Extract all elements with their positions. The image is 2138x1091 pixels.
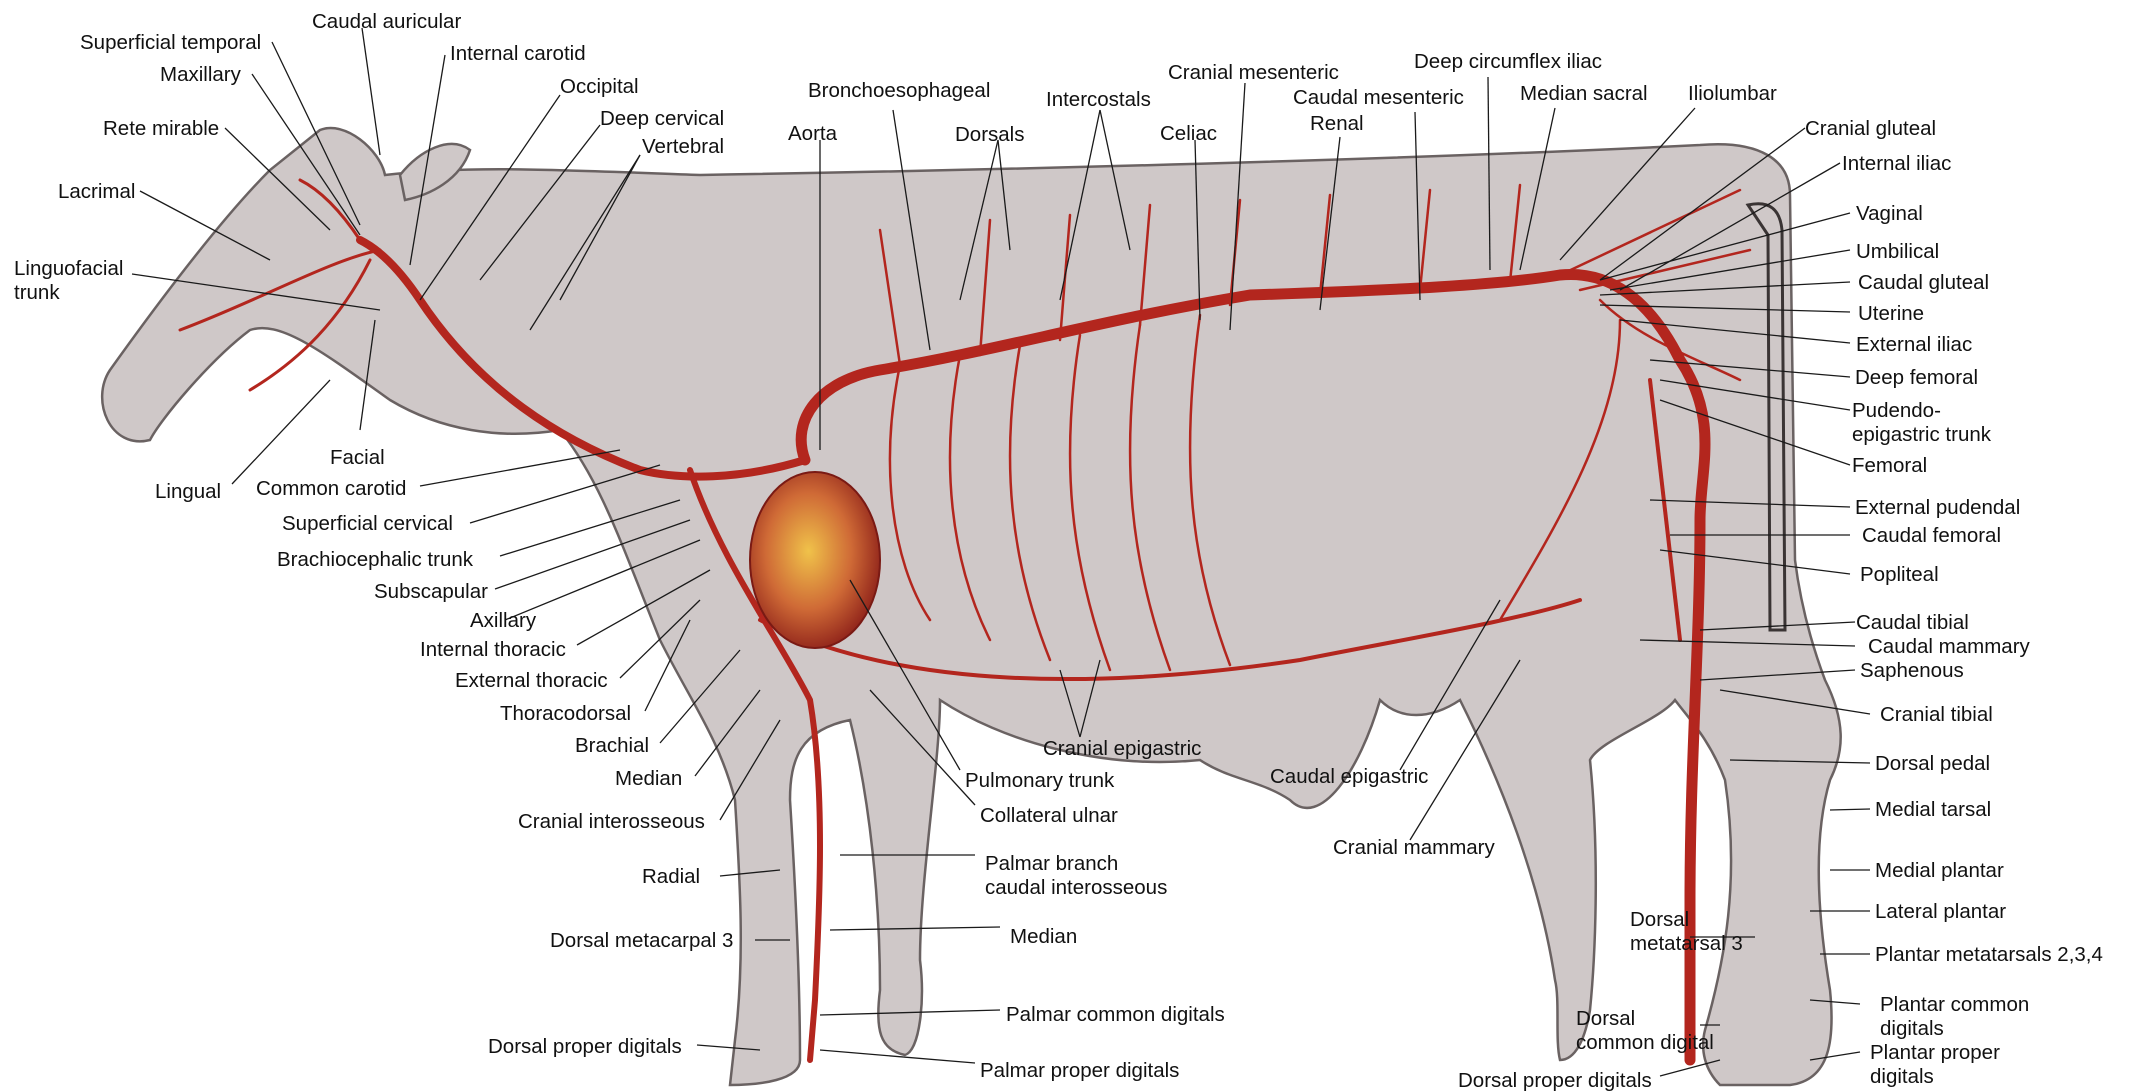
label-axillary: Axillary [470, 609, 537, 632]
label-plantar-metatarsals: Plantar metatarsals 2,3,4 [1875, 943, 2103, 966]
label-umbilical: Umbilical [1856, 240, 1939, 263]
label-palmar-proper-digitals: Palmar proper digitals [980, 1059, 1179, 1082]
label-external-thoracic: External thoracic [455, 669, 608, 692]
label-vaginal: Vaginal [1856, 202, 1923, 225]
label-cranial-tibial: Cranial tibial [1880, 703, 1993, 726]
label-superficial-cervical: Superficial cervical [282, 512, 453, 535]
label-deep-femoral: Deep femoral [1855, 366, 1978, 389]
label-plantar-common-line1: Plantar common [1880, 993, 2029, 1016]
label-caudal-epigastric: Caudal epigastric [1270, 765, 1428, 788]
label-medial-tarsal: Medial tarsal [1875, 798, 1991, 821]
top-labels: Bronchoesophageal Aorta Dorsals Intercos… [788, 50, 1777, 146]
label-pudendo-epigastric-line2: epigastric trunk [1852, 423, 1992, 446]
label-popliteal: Popliteal [1860, 563, 1939, 586]
label-dorsal-proper-digitals-fore: Dorsal proper digitals [488, 1035, 682, 1058]
label-iliolumbar: Iliolumbar [1688, 82, 1777, 105]
label-medial-plantar: Medial plantar [1875, 859, 2004, 882]
label-maxillary: Maxillary [160, 63, 242, 86]
label-caudal-mammary: Caudal mammary [1868, 635, 2031, 658]
right-labels: Cranial gluteal Internal iliac Vaginal U… [1805, 117, 2103, 1088]
label-internal-iliac: Internal iliac [1842, 152, 1951, 175]
label-cranial-mammary: Cranial mammary [1333, 836, 1495, 859]
label-bronchoesophageal: Bronchoesophageal [808, 79, 990, 102]
label-femoral: Femoral [1852, 454, 1927, 477]
label-palmar-common-digitals: Palmar common digitals [1006, 1003, 1225, 1026]
label-caudal-tibial: Caudal tibial [1856, 611, 1969, 634]
label-facial: Facial [330, 446, 385, 469]
bottom-labels: Cranial epigastric Pulmonary trunk Colla… [965, 737, 1743, 1091]
label-collateral-ulnar: Collateral ulnar [980, 804, 1118, 827]
label-dorsals: Dorsals [955, 123, 1025, 146]
label-occipital: Occipital [560, 75, 639, 98]
label-caudal-femoral: Caudal femoral [1862, 524, 2001, 547]
label-dorsal-metatarsal-line2: metatarsal 3 [1630, 932, 1743, 955]
label-pulmonary-trunk: Pulmonary trunk [965, 769, 1115, 792]
label-celiac: Celiac [1160, 122, 1217, 145]
label-caudal-gluteal: Caudal gluteal [1858, 271, 1989, 294]
label-palmar-branch-line2: caudal interosseous [985, 876, 1167, 899]
label-plantar-proper-line1: Plantar proper [1870, 1041, 2000, 1064]
label-rete-mirable: Rete mirable [103, 117, 219, 140]
label-vertebral: Vertebral [642, 135, 724, 158]
label-plantar-common-line2: digitals [1880, 1017, 1944, 1040]
label-lacrimal: Lacrimal [58, 180, 135, 203]
label-dorsal-common-digital-line2: common digital [1576, 1031, 1714, 1054]
label-internal-carotid: Internal carotid [450, 42, 586, 65]
label-linguofacial-trunk-line2: trunk [14, 281, 60, 304]
label-external-iliac: External iliac [1856, 333, 1972, 356]
label-cranial-epigastric: Cranial epigastric [1043, 737, 1201, 760]
label-dorsal-common-digital-line1: Dorsal [1576, 1007, 1635, 1030]
label-lateral-plantar: Lateral plantar [1875, 900, 2006, 923]
label-lingual: Lingual [155, 480, 221, 503]
label-renal: Renal [1310, 112, 1364, 135]
label-intercostals: Intercostals [1046, 88, 1151, 111]
label-superficial-temporal: Superficial temporal [80, 31, 261, 54]
label-median-upper: Median [615, 767, 682, 790]
label-dorsal-pedal: Dorsal pedal [1875, 752, 1990, 775]
label-subscapular: Subscapular [374, 580, 488, 603]
label-deep-cervical: Deep cervical [600, 107, 724, 130]
label-brachiocephalic-trunk: Brachiocephalic trunk [277, 548, 474, 571]
label-thoracodorsal: Thoracodorsal [500, 702, 631, 725]
label-palmar-branch-line1: Palmar branch [985, 852, 1118, 875]
label-caudal-auricular: Caudal auricular [312, 10, 461, 33]
label-common-carotid: Common carotid [256, 477, 406, 500]
label-cranial-interosseous: Cranial interosseous [518, 810, 705, 833]
label-linguofacial-trunk-line1: Linguofacial [14, 257, 123, 280]
label-cranial-mesenteric: Cranial mesenteric [1168, 61, 1339, 84]
label-deep-circumflex-iliac: Deep circumflex iliac [1414, 50, 1602, 73]
label-uterine: Uterine [1858, 302, 1924, 325]
label-external-pudendal: External pudendal [1855, 496, 2020, 519]
label-cranial-gluteal: Cranial gluteal [1805, 117, 1936, 140]
label-median-lower: Median [1010, 925, 1077, 948]
label-internal-thoracic: Internal thoracic [420, 638, 566, 661]
label-saphenous: Saphenous [1860, 659, 1964, 682]
label-radial: Radial [642, 865, 700, 888]
heart [750, 472, 880, 648]
label-plantar-proper-line2: digitals [1870, 1065, 1934, 1088]
label-dorsal-proper-digitals-hind: Dorsal proper digitals [1458, 1069, 1652, 1091]
label-median-sacral: Median sacral [1520, 82, 1648, 105]
label-dorsal-metatarsal-line1: Dorsal [1630, 908, 1689, 931]
label-aorta: Aorta [788, 122, 838, 145]
label-dorsal-metacarpal-3: Dorsal metacarpal 3 [550, 929, 733, 952]
label-brachial: Brachial [575, 734, 649, 757]
label-caudal-mesenteric: Caudal mesenteric [1293, 86, 1464, 109]
label-pudendo-epigastric-line1: Pudendo- [1852, 399, 1941, 422]
